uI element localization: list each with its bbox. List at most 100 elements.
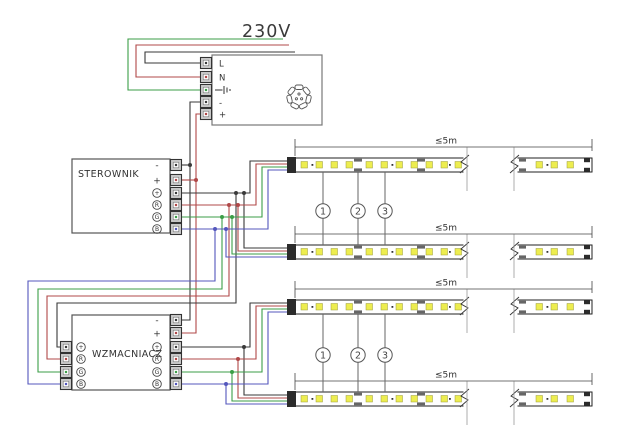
terminal <box>59 365 73 379</box>
junction-dot <box>194 178 198 182</box>
strip-row-1 <box>286 136 593 192</box>
channel-r: R <box>155 202 159 209</box>
junction-dot <box>188 163 192 167</box>
strip-row-2 <box>286 223 593 279</box>
psu-terminal-label-plus: + <box>219 111 226 121</box>
terminal <box>169 186 183 200</box>
channel-g: G <box>155 214 160 221</box>
channel-b: B <box>79 381 83 388</box>
amp-b-to-strip4 <box>225 384 287 405</box>
terminal <box>169 222 183 236</box>
channel-r: R <box>79 356 83 363</box>
terminal <box>169 326 183 340</box>
terminal <box>59 340 73 354</box>
amp-plus-to-strip3 <box>182 302 287 348</box>
terminal <box>199 56 213 70</box>
mains-l-wire <box>144 51 295 64</box>
channel-symbol-circles <box>152 188 162 234</box>
plus-symbol: + <box>153 330 161 340</box>
wire-number-2: 2 <box>355 351 361 362</box>
channel-g: G <box>155 369 160 376</box>
wire-number-3: 3 <box>382 351 388 362</box>
amp-plus-to-strip4 <box>243 347 287 396</box>
earth-ground-icon <box>215 86 231 94</box>
terminal <box>169 210 183 224</box>
junction-dots <box>213 191 246 231</box>
junction-dots <box>224 345 246 386</box>
mains-pe-wire <box>127 38 283 91</box>
ch-plus-to-strip2 <box>243 193 287 249</box>
channel-plus: + <box>154 344 159 351</box>
channel-plus: + <box>78 344 83 351</box>
psu-terminal-label-minus: - <box>219 99 222 109</box>
wire-number-3: 3 <box>382 207 388 218</box>
ch-r-to-strip1 <box>182 163 287 206</box>
amp-b-to-strip3 <box>182 311 287 385</box>
terminal <box>199 83 213 97</box>
channel-g: G <box>79 369 84 376</box>
amp-g-to-strip3 <box>182 308 287 373</box>
terminal <box>169 365 183 379</box>
psu-box <box>211 54 323 126</box>
number-circles <box>315 347 393 363</box>
ch-plus-to-strip1 <box>182 160 287 194</box>
ch-g-to-amplifier <box>37 217 223 373</box>
mains-voltage-label: 230V <box>242 22 291 42</box>
interconnect-group-2: 1 2 3 <box>315 314 393 392</box>
terminal <box>199 107 213 121</box>
controller: STEROWNIK - + + R G B <box>71 158 183 236</box>
controller-label: STEROWNIK <box>78 169 139 180</box>
dc-plus-wire <box>182 113 200 334</box>
plus-symbol: + <box>153 177 161 187</box>
fan-icon <box>286 84 312 110</box>
channel-r: R <box>155 356 159 363</box>
interconnect-lines <box>322 172 386 245</box>
amp-r-to-strip3 <box>182 305 287 360</box>
amp-g-to-strip4 <box>231 372 287 402</box>
minus-symbol: - <box>155 316 158 326</box>
channel-b: B <box>155 226 159 233</box>
wire-number-2: 2 <box>355 207 361 218</box>
amplifier-label: WZMACNIACZ <box>92 349 163 360</box>
terminal <box>169 313 183 327</box>
amplifier-output-wires <box>182 302 287 405</box>
psu-terminal-label-n: N <box>219 74 225 84</box>
ch-plus-to-amplifier <box>56 193 237 348</box>
ch-b-to-amplifier <box>27 229 216 385</box>
ch-r-to-amplifier <box>46 205 230 360</box>
terminal <box>199 95 213 109</box>
terminal <box>199 70 213 84</box>
channel-symbol-circles <box>76 342 86 389</box>
power-supply: L N - + <box>199 54 323 126</box>
channel-plus: + <box>154 190 159 197</box>
ch-b-to-strip1 <box>182 169 287 230</box>
amplifier: WZMACNIACZ - + + R G B + R G B <box>59 313 183 391</box>
terminal <box>169 173 183 187</box>
number-circles <box>315 203 393 219</box>
wire-number-1: 1 <box>320 207 326 218</box>
ch-r-to-strip2 <box>237 205 287 252</box>
dc-minus-wire <box>182 101 200 321</box>
interconnect-lines <box>322 314 386 392</box>
terminal <box>59 352 73 366</box>
ch-b-to-strip2 <box>225 229 287 258</box>
channel-symbol-circles <box>152 342 162 389</box>
channel-b: B <box>155 381 159 388</box>
psu-terminal-label-l: L <box>219 60 224 70</box>
minus-symbol: - <box>155 161 158 171</box>
mains-wires <box>127 38 295 91</box>
strip-row-4 <box>286 370 593 426</box>
dc-power-wires <box>182 101 200 334</box>
terminal <box>169 198 183 212</box>
amplifier-box <box>71 314 171 391</box>
terminal <box>59 377 73 391</box>
interconnect-group-1: 1 2 3 <box>315 172 393 245</box>
wire-number-1: 1 <box>320 351 326 362</box>
mains-n-wire <box>135 44 289 78</box>
terminal <box>169 340 183 354</box>
controller-output-wires <box>27 160 287 385</box>
terminal <box>169 352 183 366</box>
terminal <box>169 377 183 391</box>
